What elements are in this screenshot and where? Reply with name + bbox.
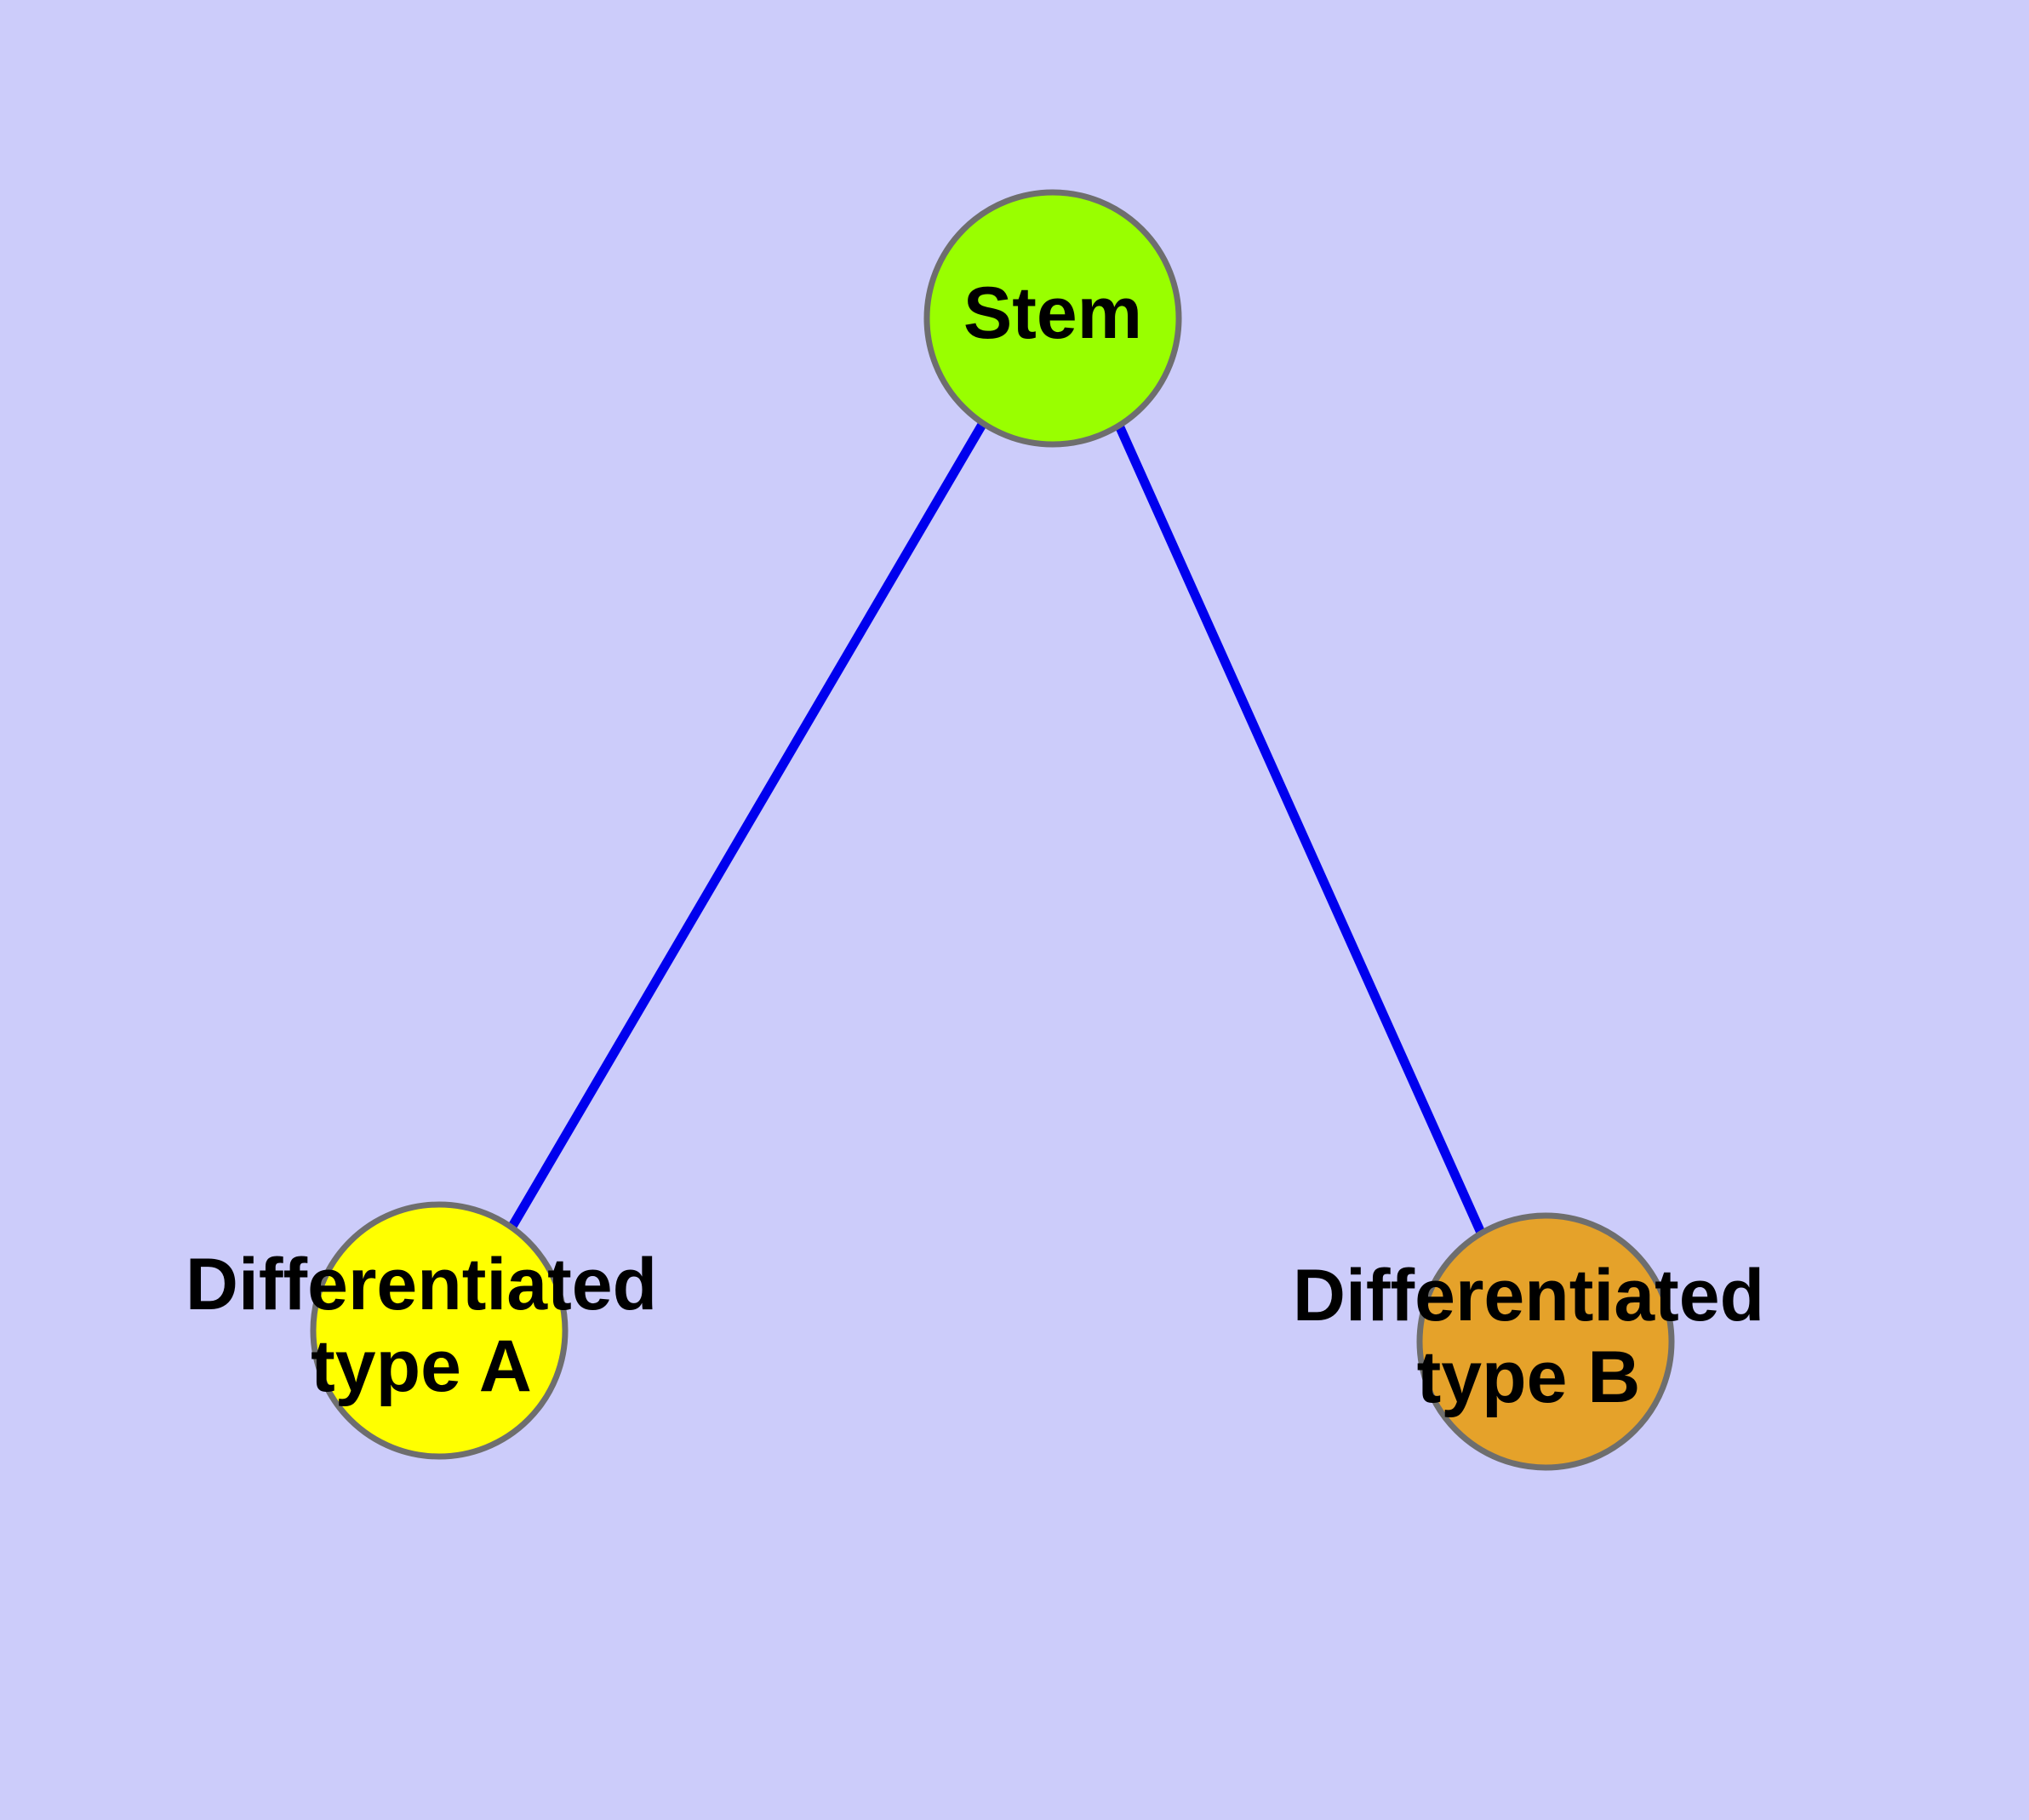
node-label-line: type A [311,1325,532,1407]
node-stem[interactable]: Stem [923,189,1182,448]
node-label-line: Stem [963,272,1142,354]
node-label-line: type B [1417,1336,1641,1418]
edge-stem-to-differentiated-type-b [1114,423,1486,1235]
node-stem-circle[interactable] [923,189,1182,448]
edges-group [506,421,1486,1235]
edge-stem-to-differentiated-type-a [506,421,987,1232]
node-label-line: Differentiated [1293,1255,1764,1336]
node-stem-label: Stem [963,272,1142,354]
node-differentiated-type-a-circle[interactable] [310,1201,569,1460]
node-label-line: Differentiated [186,1244,657,1325]
node-differentiated-type-b-circle[interactable] [1416,1212,1675,1471]
